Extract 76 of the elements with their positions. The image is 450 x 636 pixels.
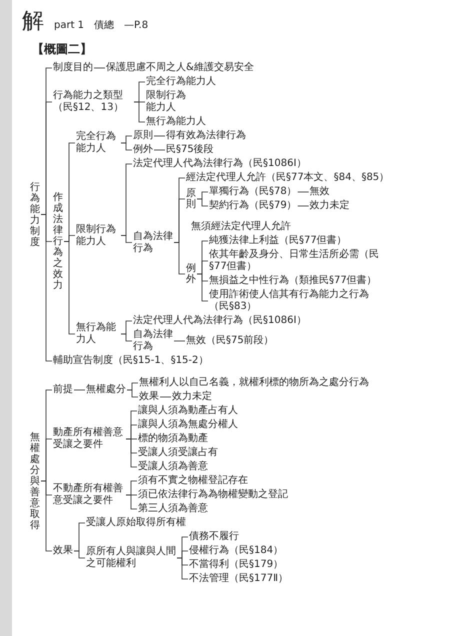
term-text: 效力未定	[310, 200, 350, 212]
vertical-term: 行為能力制度	[30, 182, 40, 248]
term-text: 自為法律行為	[133, 230, 173, 254]
term-text: 行為能力之類型（民§12、13）	[53, 90, 133, 114]
term-text: 純獲法律上利益（民§77但書）	[209, 235, 347, 247]
bracket-line	[174, 242, 186, 274]
term-text: 法定代理人代為法律行為（民§1086Ⅰ）	[133, 158, 306, 170]
term-text: 完全行為能力人	[146, 76, 216, 88]
bracket-line	[134, 102, 146, 122]
term-text: 前提	[53, 384, 73, 396]
term-text: 民§75後段	[166, 144, 214, 156]
term-text: 自為法律行為	[133, 329, 173, 353]
term-text: 得有效為法律行為	[166, 130, 246, 142]
term-text: 侵權行為（民§184）	[189, 545, 284, 557]
term-text: 須有不實之物權登記存在	[138, 475, 248, 487]
term-text: 原則	[133, 130, 153, 142]
term-text: 例外	[133, 144, 153, 156]
term-text: 效果	[139, 391, 159, 403]
term-text: 單獨行為（民§78）	[209, 186, 297, 198]
vertical-term: 作成法律行為之效力	[53, 192, 63, 291]
term-text: 制度目的	[53, 62, 93, 74]
term-text: 動產所有權善意受讓之要件	[53, 427, 125, 451]
term-text: 須已依法律行為為物權變動之登記	[138, 489, 288, 501]
term-text: 效果	[53, 545, 73, 557]
edge-label: 無須經法定代理人允許	[190, 221, 292, 233]
term-text: 不法管理（民§177Ⅱ）	[189, 573, 288, 585]
vertical-term: 例外	[186, 263, 196, 285]
bracket-line	[126, 438, 138, 468]
term-text: 無行為能力人	[146, 116, 206, 128]
term-text: 無權處分	[86, 384, 126, 396]
term-text: 依其年齡及身分、日常生活所必需（民§77但書）	[209, 249, 379, 273]
term-text: 保護思慮不周之人&維護交易安全	[106, 62, 254, 74]
bracket-line	[126, 390, 138, 398]
term-text: 法定代理人代為法律行為（民§1086Ⅰ）	[133, 315, 306, 327]
term-text: 完全行為能力人	[76, 131, 120, 155]
diagram-title: 【概圖二】	[32, 41, 92, 58]
term-text: 無權利人以自己名義，就權利標的物所為之處分行為	[139, 377, 369, 389]
term-text: 輔助宣告制度（民§15-1、§15-2）	[53, 355, 208, 367]
bracket-line	[196, 274, 208, 302]
term-text: 限制行為能力人	[76, 224, 120, 248]
term-text: 無行為能力人	[76, 322, 120, 346]
term-text: 讓與人須為無處分權人	[138, 419, 238, 431]
term-text: 受讓人原始取得所有權	[86, 517, 186, 529]
term-text: 使用詐術使人信其有行為能力之行為（民§83）	[209, 289, 379, 313]
bracket-line	[126, 494, 138, 510]
bracket-line	[40, 480, 52, 552]
term-text: 受讓人須為善意	[138, 461, 208, 473]
term-text: 效力未定	[172, 391, 212, 403]
bracket-line	[120, 142, 132, 150]
bracket-line	[64, 241, 76, 334]
bracket-line	[74, 550, 86, 558]
bracket-line	[174, 340, 186, 342]
bracket-line	[40, 214, 52, 362]
vertical-term: 原則	[186, 188, 196, 210]
bracket-line	[176, 558, 188, 580]
bracket-line	[160, 396, 172, 398]
page-reference: part 1 債總 —P.8	[54, 19, 148, 32]
term-text: 受讓人須受讓占有	[138, 447, 218, 459]
term-text: 原所有人與讓與人間之可能權利	[86, 546, 176, 570]
bracket-line	[120, 235, 132, 243]
term-text: 標的物須為動產	[138, 433, 208, 445]
term-text: 限制行為能力人	[146, 90, 190, 114]
bracket-line	[196, 198, 208, 206]
term-text: 契約行為（民§79）	[209, 200, 297, 212]
term-text: 無效（民§75前段）	[186, 335, 274, 347]
term-text: 不當得利（民§179）	[189, 559, 284, 571]
term-text: 經法定代理人允許（民§77本文、§84、§85）	[186, 172, 390, 184]
term-text: 無損益之中性行為（類推民§77但書）	[209, 275, 377, 287]
section-mark: 解	[22, 8, 44, 36]
term-text: 讓與人須為動產占有人	[138, 405, 238, 417]
term-text: 第三人須為善意	[138, 503, 208, 515]
vertical-term: 無權處分與善意取得	[30, 432, 40, 530]
term-text: 無效	[310, 186, 330, 198]
term-text: 債務不履行	[189, 531, 239, 543]
term-text: 不動產所有權善意受讓之要件	[53, 483, 125, 507]
bracket-line	[120, 334, 132, 342]
